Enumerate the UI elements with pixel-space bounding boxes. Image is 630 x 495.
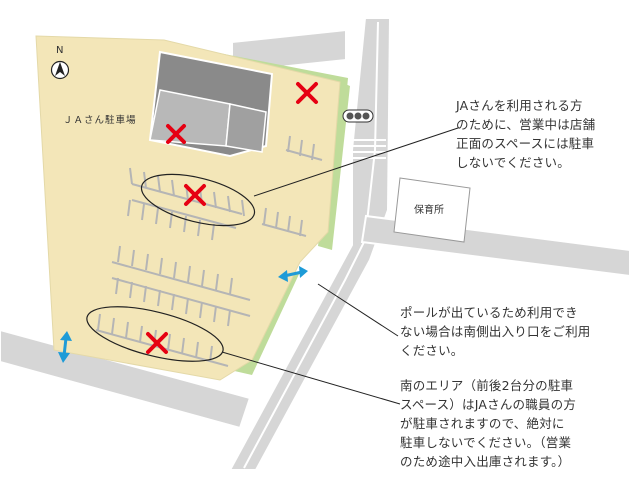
x-mark-icon [184, 184, 206, 206]
north-arrow-icon [50, 60, 70, 80]
x-mark-icon [146, 332, 168, 354]
compass-label: N [56, 45, 64, 56]
leader-lines [221, 127, 459, 405]
traffic-light-icon [342, 109, 374, 123]
nursery-label: 保育所 [414, 205, 444, 216]
restricted-area-front-ellipse [140, 173, 256, 227]
nursery-building [393, 177, 471, 243]
store-building [148, 50, 274, 158]
note-pole: ポールが出ているため利用でき ない場合は南側出入り口をご利用 ください。 [400, 305, 591, 358]
x-mark-icon [166, 124, 186, 144]
note-front-space: JAさんを利用される方 のために、営業中は店舗 正面のスペースには駐車 しないで… [456, 98, 596, 170]
parking-lot-label: ＪＡさん駐車場 [63, 115, 137, 126]
restricted-area-south-ellipse [86, 306, 224, 362]
note-south-area: 南のエリア（前後2台分の駐車 スペース）はJAさんの職員の方 が駐車されますので… [400, 378, 577, 469]
double-arrow-icon [58, 331, 72, 363]
double-arrow-icon [278, 266, 308, 282]
road-main [228, 17, 392, 471]
x-mark-icon [296, 82, 318, 104]
